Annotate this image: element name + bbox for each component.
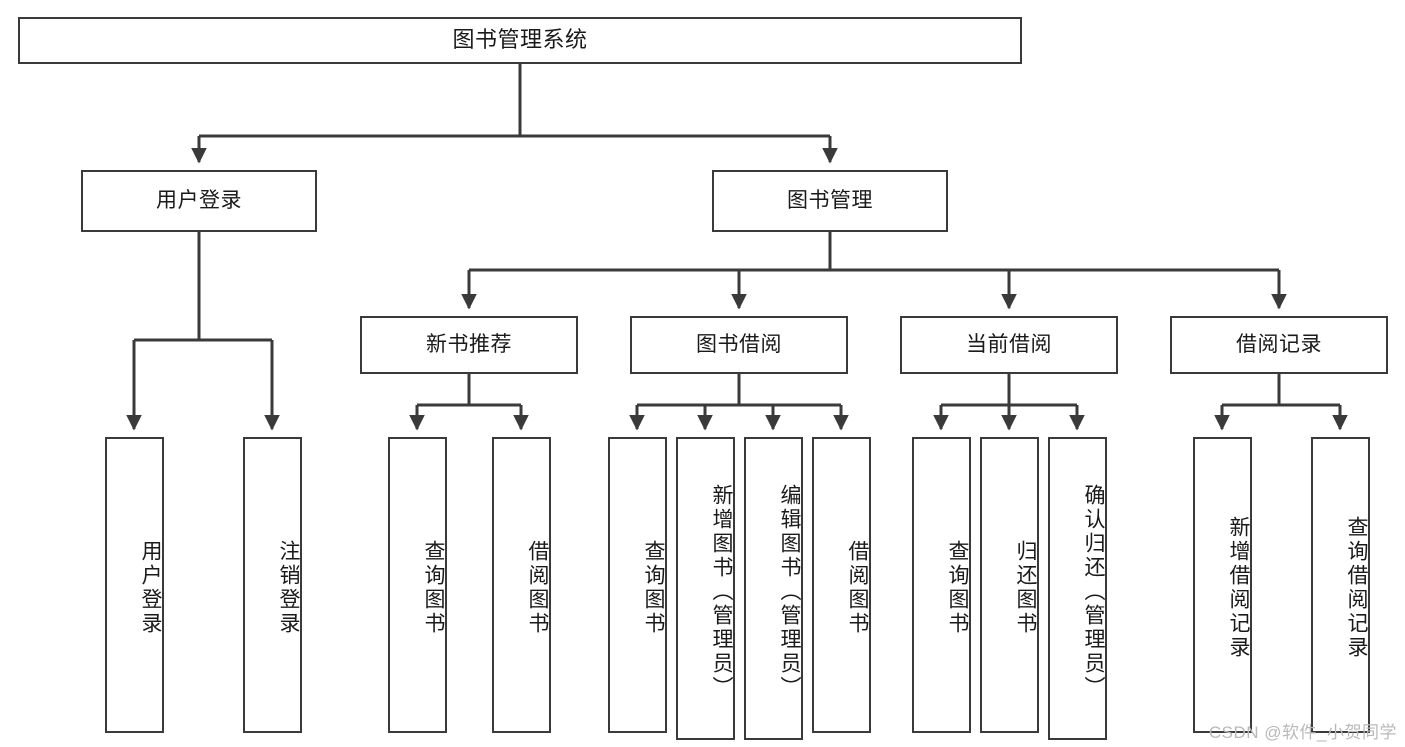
node-label: 新增图书（管理员）: [710, 483, 733, 700]
node-label: 借阅图书: [846, 540, 869, 636]
node-book-management[interactable]: 图书管理: [712, 170, 948, 232]
watermark-text: CSDN @软件_小贺同学: [1208, 723, 1397, 742]
leaf-current-confirm-return[interactable]: 确认归还（管理员）: [1048, 437, 1107, 740]
node-label: 注销登录: [277, 540, 300, 636]
node-label: 查询图书: [946, 540, 969, 636]
node-label: 查询图书: [422, 540, 445, 636]
node-label: 新增借阅记录: [1227, 516, 1250, 660]
node-root-system[interactable]: 图书管理系统: [18, 17, 1022, 64]
node-label: 归还图书: [1014, 540, 1037, 636]
leaf-records-query-record[interactable]: 查询借阅记录: [1311, 437, 1370, 733]
leaf-borrow-borrow-book[interactable]: 借阅图书: [812, 437, 871, 733]
leaf-current-query-book[interactable]: 查询图书: [912, 437, 971, 733]
node-label: 查询借阅记录: [1345, 516, 1368, 660]
node-label: 借阅图书: [526, 540, 549, 636]
node-label: 当前借阅: [966, 333, 1052, 357]
node-label: 用户登录: [156, 189, 242, 213]
node-new-book-recommend[interactable]: 新书推荐: [360, 316, 578, 374]
node-label: 图书管理: [787, 189, 873, 213]
node-label: 确认归还（管理员）: [1082, 483, 1105, 700]
leaf-borrow-add-book[interactable]: 新增图书（管理员）: [676, 437, 735, 740]
leaf-borrow-edit-book[interactable]: 编辑图书（管理员）: [744, 437, 803, 740]
node-label: 借阅记录: [1236, 333, 1322, 357]
node-label: 编辑图书（管理员）: [778, 483, 801, 700]
leaf-records-add-record[interactable]: 新增借阅记录: [1193, 437, 1252, 733]
leaf-new-book-query[interactable]: 查询图书: [388, 437, 447, 733]
node-user-login[interactable]: 用户登录: [81, 170, 317, 232]
leaf-new-book-borrow[interactable]: 借阅图书: [492, 437, 551, 733]
node-label: 查询图书: [642, 540, 665, 636]
leaf-current-return-book[interactable]: 归还图书: [980, 437, 1039, 733]
leaf-borrow-query-book[interactable]: 查询图书: [608, 437, 667, 733]
node-label: 图书借阅: [696, 333, 782, 357]
node-borrow-records[interactable]: 借阅记录: [1170, 316, 1388, 374]
leaf-user-login-logout[interactable]: 注销登录: [243, 437, 302, 733]
node-label: 图书管理系统: [452, 27, 588, 53]
node-current-borrow[interactable]: 当前借阅: [900, 316, 1118, 374]
node-book-borrow[interactable]: 图书借阅: [630, 316, 848, 374]
leaf-user-login-login[interactable]: 用户登录: [105, 437, 164, 733]
node-label: 用户登录: [139, 540, 162, 636]
node-label: 新书推荐: [426, 333, 512, 357]
